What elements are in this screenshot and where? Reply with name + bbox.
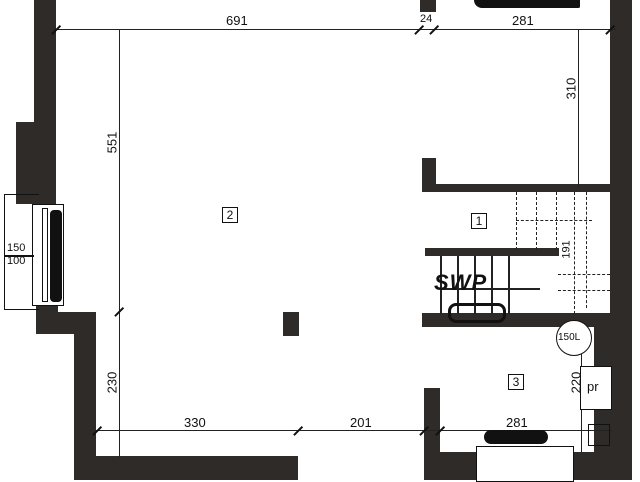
room-tag-2[interactable]: 2 [222, 207, 238, 223]
dim-top-gap: 24 [420, 13, 433, 25]
dim-line-bottom [96, 430, 612, 431]
dim-right-upper: 310 [563, 77, 579, 100]
handwritten-note: SWP [434, 270, 488, 295]
wall-left-step [16, 122, 56, 204]
wall-bottom-left [74, 456, 298, 480]
wall-room3-bottom [440, 452, 480, 480]
fridge-label: pr [587, 379, 599, 394]
handwritten-scribble [448, 303, 506, 323]
dim-bottom-left: 330 [184, 415, 206, 430]
window-height-label: 100 [7, 255, 26, 267]
wall-bottom-left-end [278, 462, 298, 480]
dim-line-right-upper [578, 29, 579, 187]
room-tag-3[interactable]: 3 [508, 374, 524, 390]
column [283, 312, 299, 336]
window-frame [4, 194, 39, 310]
counter [476, 446, 574, 482]
wall-left-upper [34, 0, 56, 122]
boiler-label: 150L [558, 332, 581, 343]
staircase [440, 192, 610, 314]
fridge-box [580, 366, 612, 410]
dim-bottom-right: 281 [506, 415, 528, 430]
wall-room3-bottom-right [570, 452, 612, 480]
wall-top-stub [420, 0, 436, 12]
dim-top-main: 691 [226, 13, 248, 28]
bath-fixture [484, 430, 548, 444]
dim-left-upper: 551 [104, 131, 120, 154]
wall-left-lower [74, 312, 96, 480]
boiler-icon [556, 320, 592, 356]
dim-bottom-mid: 201 [350, 415, 372, 430]
wall-room1-left [422, 158, 436, 190]
dim-left-lower: 230 [104, 371, 120, 394]
dim-line-top [56, 29, 616, 30]
wall-right [610, 0, 632, 480]
top-fixture [474, 0, 580, 8]
room-tag-1[interactable]: 1 [471, 213, 487, 229]
window-curtain [50, 210, 62, 302]
window-width-label: 150 [7, 242, 26, 254]
window-glass-line [42, 208, 48, 302]
stair-rail [425, 248, 559, 256]
window-dim-line [4, 255, 34, 257]
sink-icon [588, 424, 610, 446]
wall-room3-left [424, 388, 440, 480]
dim-line-left [119, 29, 120, 457]
dim-top-right: 281 [512, 13, 534, 28]
dim-stair: 191 [560, 240, 573, 259]
wall-room1-top [422, 184, 612, 192]
